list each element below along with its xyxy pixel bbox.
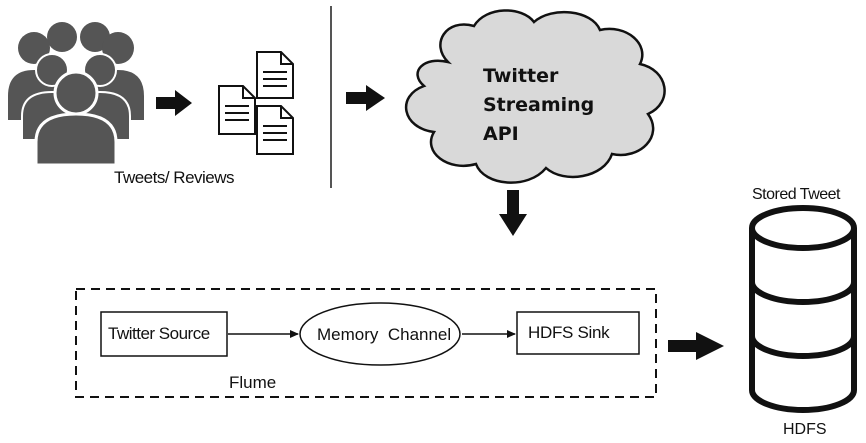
arrow-icon [346, 85, 385, 111]
database-icon [749, 205, 857, 413]
documents-icon [218, 51, 294, 155]
hdfs-sink-box [516, 311, 640, 355]
memory-channel-label: Memory Channel [317, 325, 452, 344]
flume-container [75, 288, 657, 398]
cloud-line-3: API [483, 123, 519, 145]
cloud-icon [404, 9, 666, 184]
arrow-icon [156, 90, 192, 116]
twitter-source-label: Twitter Source [108, 324, 210, 343]
tweets-reviews-caption: Tweets/ Reviews [114, 168, 235, 187]
cloud-line-2: Streaming [483, 94, 595, 116]
twitter-source-box [100, 311, 228, 357]
cloud-line-1: Twitter [483, 65, 559, 87]
hdfs-label: HDFS [783, 421, 827, 438]
flume-label: Flume [229, 373, 277, 392]
stored-tweet-label: Stored Tweet [752, 186, 840, 203]
twitter-streaming-api-label: Twitter Streaming API [483, 62, 594, 149]
arrow-icon [499, 190, 527, 236]
memory-channel-ellipse [299, 302, 461, 366]
hdfs-sink-label: HDFS Sink [528, 323, 610, 342]
people-group-icon [8, 22, 144, 167]
arrow-icon [668, 332, 724, 360]
